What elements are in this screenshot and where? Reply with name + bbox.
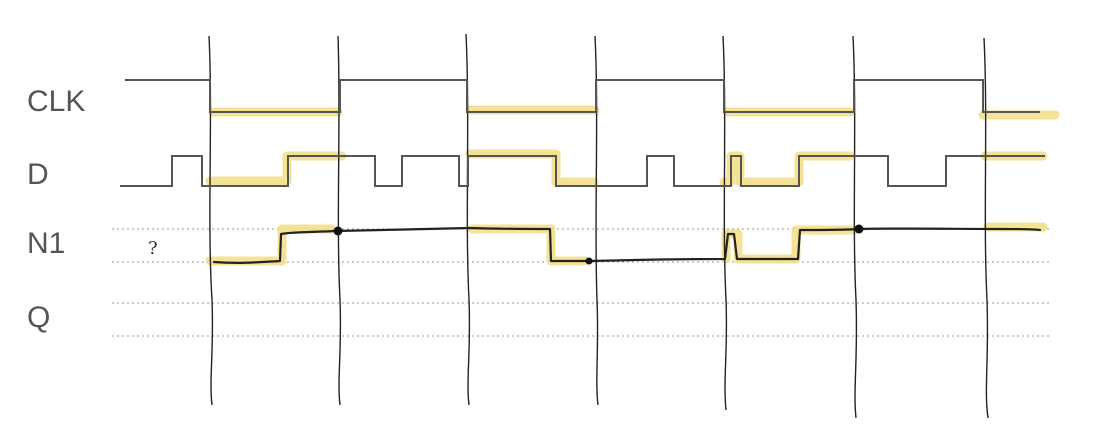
d-label: D [27,158,49,191]
unknown-state-mark: ? [148,238,158,259]
d-waveform [120,155,1045,187]
n1-waveform [212,226,1042,264]
n1-label: N1 [27,227,65,260]
n1-sample-dot-3 [854,224,864,234]
d-highlight-3 [719,151,855,187]
d-highlight-1 [205,151,347,186]
guide-rails [112,228,1052,337]
q-label: Q [27,301,50,334]
d-highlight-2 [465,149,599,187]
n1-sample-dot-2 [585,257,593,265]
clk-waveform [125,79,1040,113]
clk-label: CLK [27,85,85,118]
n1-highlight-1 [205,224,337,266]
divider-7 [983,37,989,419]
n1-highlight-3 [721,225,860,264]
n1-highlight-2 [467,224,590,266]
n1-sample-dot-1 [333,226,343,236]
